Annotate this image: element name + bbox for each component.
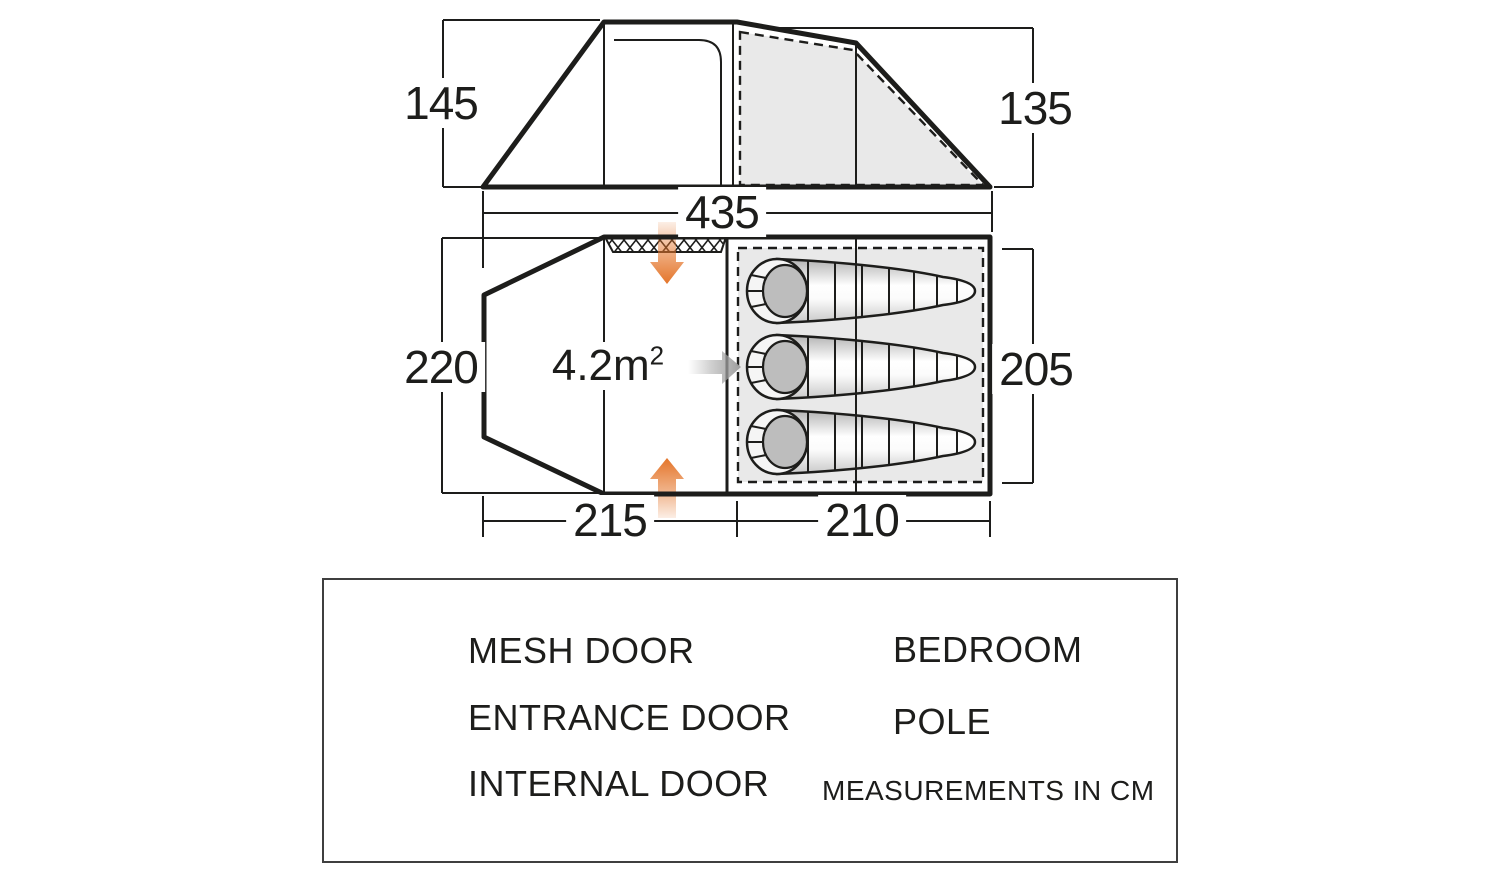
dim-plan-bedroom-height: 205 (992, 344, 1080, 394)
dim-width-total: 435 (678, 187, 766, 237)
elevation-outline (480, 19, 993, 190)
entrance-door-arrow-bottom (650, 458, 684, 518)
legend-pole-label: POLE (893, 701, 992, 742)
elevation-view (442, 19, 1034, 268)
dim-plan-length-bedroom: 210 (818, 495, 906, 545)
dim-height-right: 135 (991, 83, 1079, 133)
legend-mesh-door-label: MESH DOOR (468, 630, 695, 671)
legend-box (322, 578, 1178, 863)
elevation-door-outline (614, 39, 722, 185)
living-area-sup: 2 (649, 340, 665, 371)
legend-measurements-note: MEASUREMENTS IN CM (822, 775, 1155, 806)
dim-plan-width-left: 220 (397, 342, 485, 392)
legend-internal-door-label: INTERNAL DOOR (468, 763, 770, 804)
dim-line-215-210 (482, 496, 991, 537)
floorplan-view (441, 222, 1034, 537)
legend-entrance-door-label: ENTRANCE DOOR (468, 697, 791, 738)
internal-door-arrow (688, 351, 741, 384)
living-area-value: 4.2m (551, 341, 650, 390)
legend-bedroom-label: BEDROOM (893, 629, 1083, 670)
dim-plan-length-living: 215 (566, 495, 654, 545)
living-area-label: 4.2m2 (543, 340, 673, 390)
dim-height-left: 145 (397, 78, 485, 128)
